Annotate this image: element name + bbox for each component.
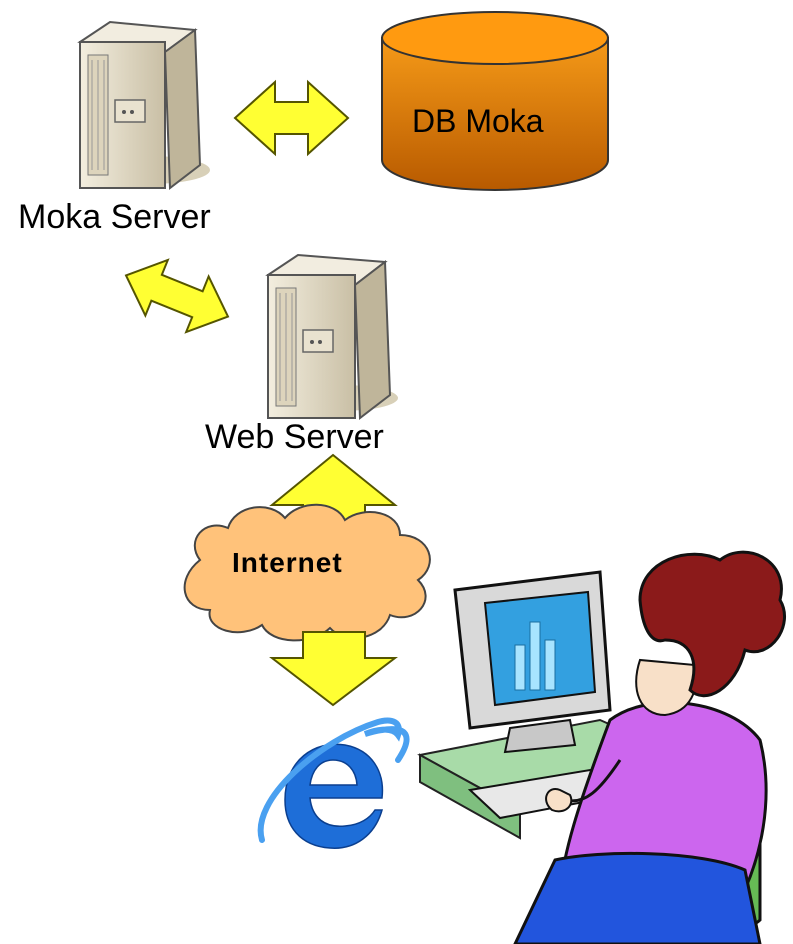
bidirectional-arrow-icon xyxy=(233,79,350,157)
cloud-icon xyxy=(183,503,431,642)
internet-explorer-icon xyxy=(257,717,410,849)
bidirectional-arrow-icon xyxy=(124,258,230,334)
web-server-label: Web Server xyxy=(205,418,384,456)
database-label: DB Moka xyxy=(412,103,544,139)
internet-label: Internet xyxy=(232,547,343,578)
down-arrow-icon xyxy=(269,631,398,707)
moka-server-label: Moka Server xyxy=(18,198,211,236)
database-icon xyxy=(381,11,609,191)
moka-server-icon xyxy=(77,20,210,190)
web-server-icon xyxy=(265,253,398,420)
user-at-computer-icon xyxy=(417,550,787,944)
